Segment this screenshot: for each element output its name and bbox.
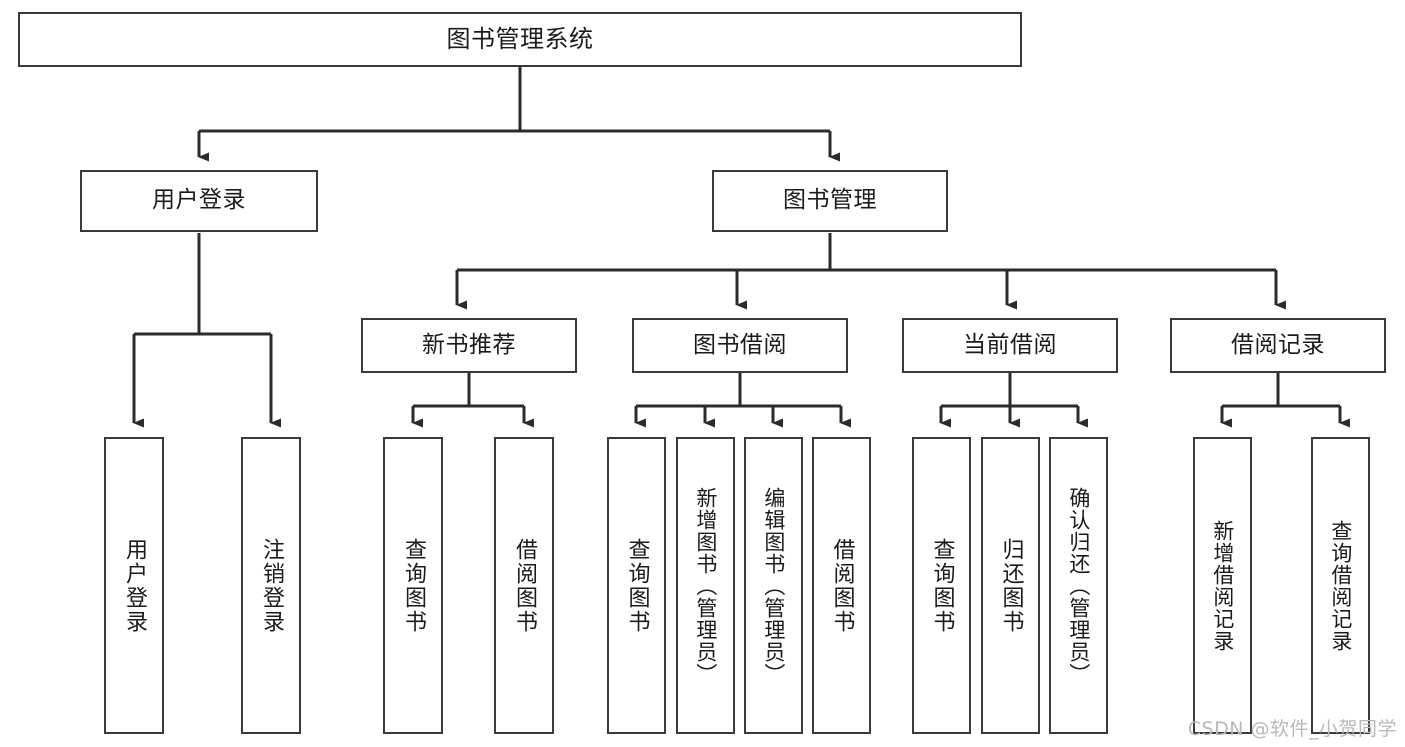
leaf-user-login-login[interactable]: 用户登录	[104, 437, 164, 734]
leaf-borrow-add-book-admin[interactable]: 新增图书（管理员）	[676, 437, 735, 734]
node-label: 借阅图书	[511, 537, 537, 634]
leaf-recommend-query-book[interactable]: 查询图书	[383, 437, 443, 734]
node-label: 图书管理	[783, 187, 877, 214]
leaf-current-query-book[interactable]: 查询图书	[912, 437, 971, 734]
leaf-current-return-book[interactable]: 归还图书	[981, 437, 1040, 734]
node-label: 查询图书	[400, 537, 426, 634]
node-label: 新书推荐	[422, 331, 516, 358]
node-user-login[interactable]: 用户登录	[80, 170, 318, 232]
node-label: 借阅记录	[1231, 331, 1325, 358]
leaf-borrow-edit-book-admin[interactable]: 编辑图书（管理员）	[744, 437, 803, 734]
node-label: 查询图书	[624, 537, 650, 634]
leaf-borrow-query-book[interactable]: 查询图书	[607, 437, 666, 734]
node-label: 用户登录	[152, 187, 246, 214]
leaf-record-add-record[interactable]: 新增借阅记录	[1193, 437, 1252, 734]
node-label: 编辑图书（管理员）	[761, 486, 786, 685]
node-label: 用户登录	[121, 537, 147, 634]
node-label: 查询图书	[929, 537, 955, 634]
node-label: 归还图书	[998, 537, 1024, 634]
node-root-system[interactable]: 图书管理系统	[18, 12, 1022, 67]
node-label: 当前借阅	[963, 331, 1057, 358]
node-borrow-record[interactable]: 借阅记录	[1170, 318, 1386, 373]
node-new-book-recommend[interactable]: 新书推荐	[361, 318, 577, 373]
node-current-borrow[interactable]: 当前借阅	[902, 318, 1118, 373]
node-label: 新增借阅记录	[1210, 519, 1235, 652]
node-label: 借阅图书	[829, 537, 855, 634]
leaf-recommend-borrow-book[interactable]: 借阅图书	[494, 437, 554, 734]
node-label: 确认归还（管理员）	[1066, 486, 1091, 685]
node-label: 新增图书（管理员）	[693, 486, 718, 685]
node-book-borrow[interactable]: 图书借阅	[632, 318, 848, 373]
node-label: 图书管理系统	[446, 25, 594, 54]
leaf-record-query-record[interactable]: 查询借阅记录	[1311, 437, 1370, 734]
node-label: 图书借阅	[693, 331, 787, 358]
node-book-management[interactable]: 图书管理	[712, 170, 948, 232]
leaf-user-login-logout[interactable]: 注销登录	[241, 437, 301, 734]
node-label: 注销登录	[258, 537, 284, 634]
leaf-borrow-borrow-book[interactable]: 借阅图书	[812, 437, 871, 734]
leaf-current-confirm-return-admin[interactable]: 确认归还（管理员）	[1049, 437, 1108, 734]
node-label: 查询借阅记录	[1328, 519, 1353, 652]
csdn-watermark: CSDN @软件_小贺同学	[1187, 718, 1397, 740]
